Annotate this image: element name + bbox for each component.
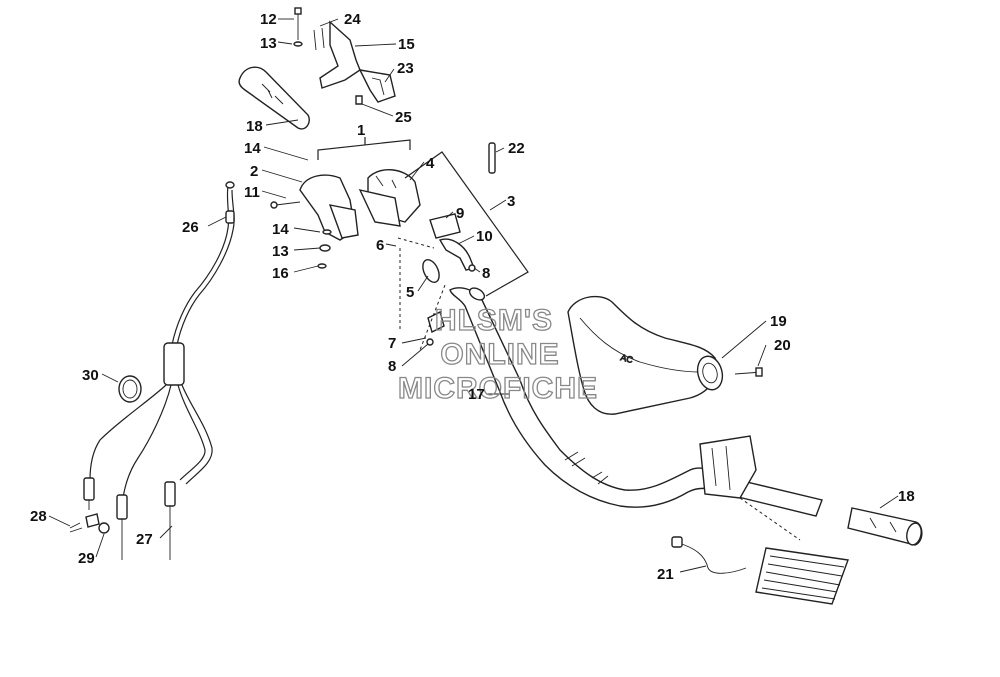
- callout-18-top: 18: [246, 118, 263, 135]
- callout-1: 1: [357, 122, 365, 139]
- callout-16: 16: [272, 265, 289, 282]
- callout-9: 9: [456, 205, 464, 222]
- callout-27: 27: [136, 531, 153, 548]
- callout-4: 4: [426, 155, 435, 172]
- watermark: HLSM'S ONLINE MICROFICHE: [397, 303, 598, 405]
- callout-24: 24: [344, 11, 361, 28]
- clamp-ring-30: [118, 375, 142, 403]
- callout-11: 11: [244, 184, 260, 201]
- callout-30: 30: [82, 367, 99, 384]
- callout-5: 5: [406, 284, 414, 301]
- callout-10: 10: [476, 228, 493, 245]
- callout-14-top: 14: [244, 140, 261, 157]
- callout-25: 25: [395, 109, 412, 126]
- pin-22: [488, 142, 496, 174]
- callout-labels: 12 24 13 15 23 18 25 1 22 14 2 4 11 3 9 …: [30, 11, 915, 583]
- callout-12: 12: [260, 11, 277, 28]
- callout-7: 7: [388, 335, 396, 352]
- callout-3: 3: [507, 193, 515, 210]
- callout-6: 6: [376, 237, 384, 254]
- grip-18-top: [238, 66, 310, 130]
- callout-21: 21: [657, 566, 674, 583]
- callout-20: 20: [774, 337, 791, 354]
- heater-element-21: [671, 536, 849, 605]
- grip-18-right: [847, 507, 923, 546]
- callout-18-right: 18: [898, 488, 915, 505]
- handlebar-17: [449, 287, 823, 517]
- watermark-line-3: MICROFICHE: [398, 372, 598, 405]
- callout-13: 13: [260, 35, 277, 52]
- callout-15: 15: [398, 36, 415, 53]
- svg-text:AC: AC: [619, 352, 634, 365]
- watermark-line-1: HLSM'S: [435, 304, 553, 337]
- mount-bracket: [293, 7, 396, 105]
- callout-26: 26: [182, 219, 199, 236]
- callout-8-upper: 8: [482, 265, 490, 282]
- callout-17: 17: [468, 386, 485, 403]
- callout-23: 23: [397, 60, 414, 77]
- harness-junction: [163, 342, 185, 386]
- callout-2: 2: [250, 163, 258, 180]
- callout-29: 29: [78, 550, 95, 567]
- watermark-line-2: ONLINE: [440, 338, 559, 371]
- lower-small-parts: [397, 237, 446, 351]
- callout-8-lower: 8: [388, 358, 396, 375]
- callout-22: 22: [508, 140, 525, 157]
- callout-frame-3: [404, 151, 529, 297]
- brake-control: [699, 435, 801, 541]
- callout-14-mid: 14: [272, 221, 289, 238]
- harness-26: [83, 181, 235, 560]
- callout-19: 19: [770, 313, 787, 330]
- throttle-housing: [270, 137, 421, 269]
- leader-lines: [48, 18, 899, 573]
- switch-assembly: [429, 213, 476, 272]
- callout-28: 28: [30, 508, 47, 525]
- callout-13-mid: 13: [272, 243, 289, 260]
- connectors-28-29: [69, 513, 110, 534]
- handlebar-pad-19: AC: [567, 295, 763, 415]
